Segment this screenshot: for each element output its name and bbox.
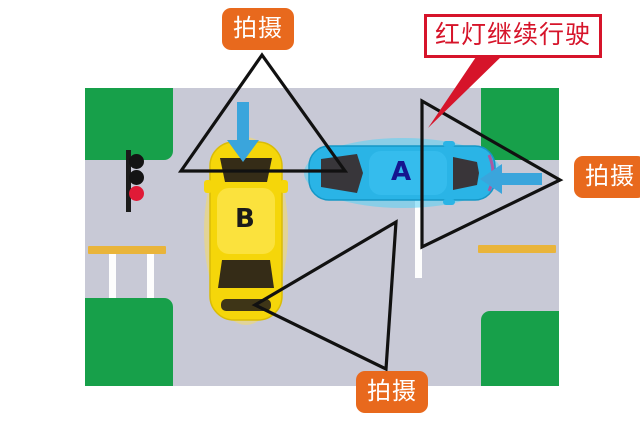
corner-block-top-left — [85, 88, 173, 160]
center-line-right — [478, 245, 556, 253]
corner-block-bottom-right — [481, 311, 559, 386]
vehicle-a-label: A — [391, 157, 412, 187]
vehicle-b-label: B — [235, 204, 255, 234]
stop-line-right — [415, 160, 422, 278]
traffic-light-lamp-middle — [129, 170, 144, 185]
center-line-left — [88, 246, 166, 254]
camera-label-top: 拍摄 — [222, 8, 294, 50]
traffic-light-lamp-top — [129, 154, 144, 169]
corner-block-bottom-left — [85, 298, 173, 386]
intersection-scene: A B — [85, 88, 559, 386]
arrow-left-onto-car-a — [480, 162, 542, 196]
violation-label: 红灯继续行驶 — [424, 14, 603, 58]
lane-line-bottom-left-outer — [109, 248, 116, 298]
camera-label-right: 拍摄 — [574, 156, 640, 198]
traffic-light-lamp-red — [129, 186, 144, 201]
camera-label-bottom: 拍摄 — [356, 371, 428, 413]
violation-callout-pointer — [428, 48, 506, 128]
arrow-down-onto-car-b — [225, 102, 261, 164]
vehicle-a: A — [303, 137, 503, 209]
traffic-light-pole — [126, 150, 131, 212]
vehicle-b: B — [203, 136, 289, 326]
lane-line-bottom-left-inner — [147, 248, 154, 298]
